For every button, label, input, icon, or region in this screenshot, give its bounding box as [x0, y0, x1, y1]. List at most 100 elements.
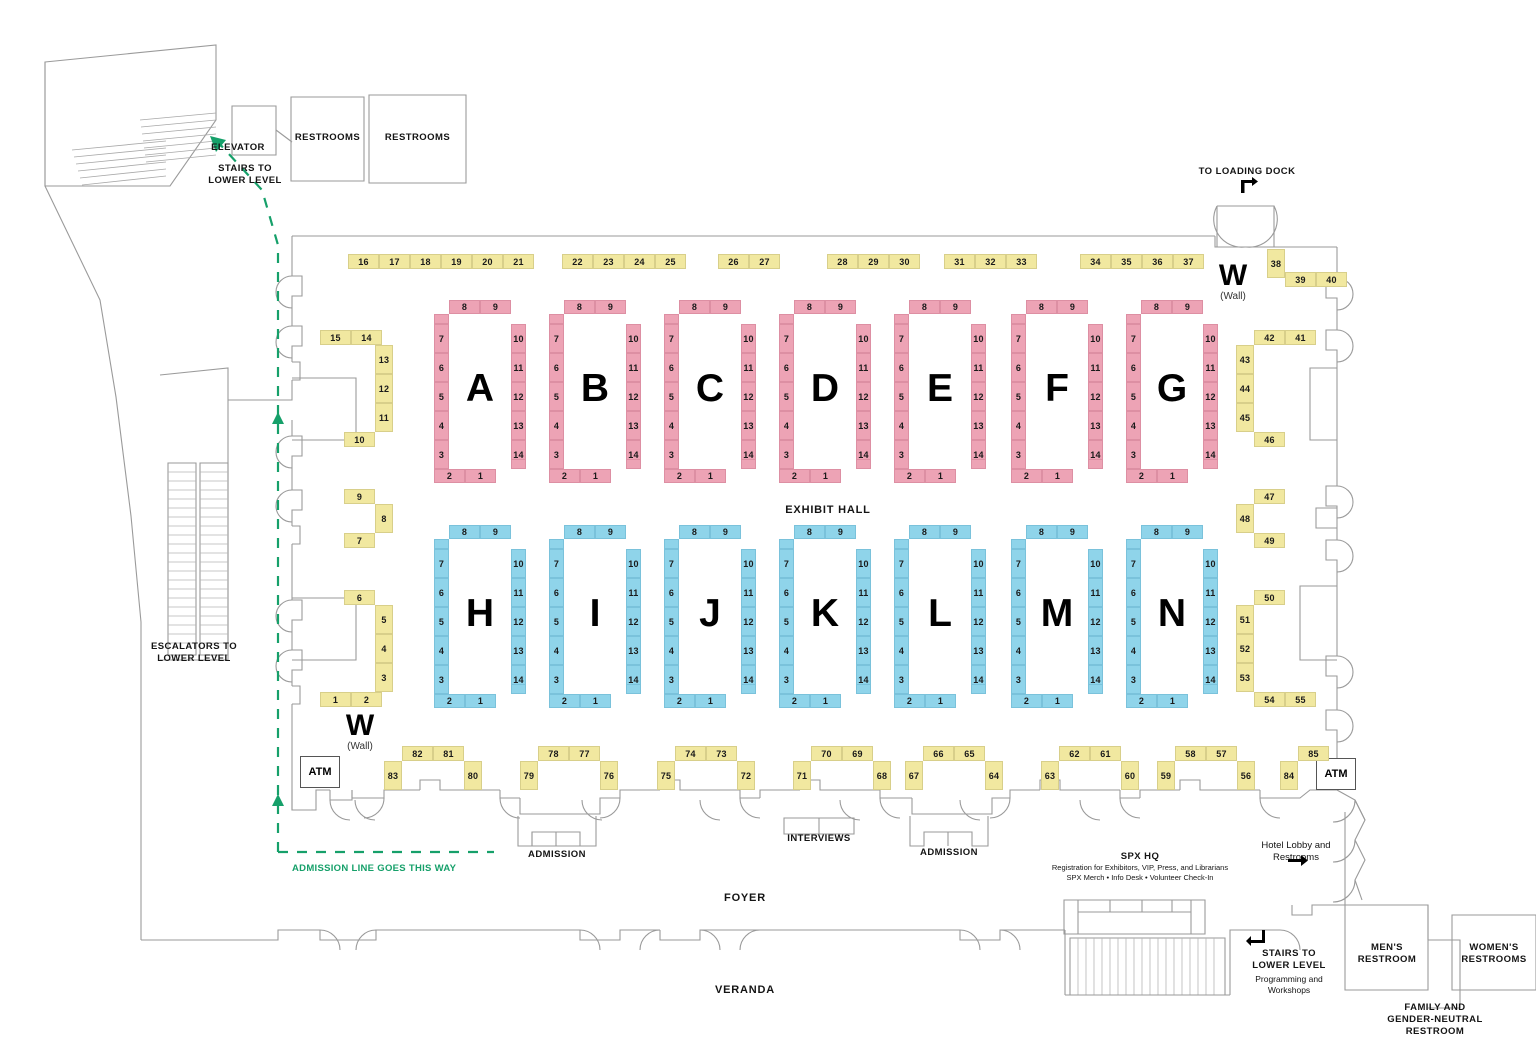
booth-G10[interactable]: 10 [1203, 324, 1218, 353]
booth-54[interactable]: 54 [1254, 692, 1285, 707]
booth-3[interactable]: 3 [375, 663, 393, 692]
booth-7[interactable]: 7 [344, 533, 375, 548]
booth-H-corner-tl[interactable] [434, 539, 449, 549]
booth-A6[interactable]: 6 [434, 353, 449, 382]
booth-G1[interactable]: 1 [1157, 469, 1188, 483]
booth-C12[interactable]: 12 [741, 382, 756, 411]
booth-L8[interactable]: 8 [909, 525, 940, 539]
booth-I8[interactable]: 8 [564, 525, 595, 539]
booth-80[interactable]: 80 [464, 761, 482, 790]
booth-H9[interactable]: 9 [480, 525, 511, 539]
booth-H4[interactable]: 4 [434, 636, 449, 665]
booth-J10[interactable]: 10 [741, 549, 756, 578]
booth-K5[interactable]: 5 [779, 607, 794, 636]
booth-H8[interactable]: 8 [449, 525, 480, 539]
booth-N-corner-br[interactable] [1203, 684, 1218, 694]
booth-A11[interactable]: 11 [511, 353, 526, 382]
booth-I1[interactable]: 1 [580, 694, 611, 708]
booth-K4[interactable]: 4 [779, 636, 794, 665]
booth-14[interactable]: 14 [351, 330, 382, 345]
booth-B10[interactable]: 10 [626, 324, 641, 353]
booth-46[interactable]: 46 [1254, 432, 1285, 447]
booth-N12[interactable]: 12 [1203, 607, 1218, 636]
booth-C4[interactable]: 4 [664, 411, 679, 440]
booth-H1[interactable]: 1 [465, 694, 496, 708]
booth-D-corner-br[interactable] [856, 459, 871, 469]
booth-N3[interactable]: 3 [1126, 665, 1141, 694]
booth-L3[interactable]: 3 [894, 665, 909, 694]
booth-N2[interactable]: 2 [1126, 694, 1157, 708]
booth-L-corner-tl[interactable] [894, 539, 909, 549]
booth-I-corner-tl[interactable] [549, 539, 564, 549]
booth-M5[interactable]: 5 [1011, 607, 1026, 636]
booth-I10[interactable]: 10 [626, 549, 641, 578]
booth-E12[interactable]: 12 [971, 382, 986, 411]
booth-20[interactable]: 20 [472, 254, 503, 269]
booth-I11[interactable]: 11 [626, 578, 641, 607]
booth-2[interactable]: 2 [351, 692, 382, 707]
booth-39[interactable]: 39 [1285, 272, 1316, 287]
booth-I5[interactable]: 5 [549, 607, 564, 636]
booth-33[interactable]: 33 [1006, 254, 1037, 269]
booth-C8[interactable]: 8 [679, 300, 710, 314]
booth-K7[interactable]: 7 [779, 549, 794, 578]
booth-H6[interactable]: 6 [434, 578, 449, 607]
booth-32[interactable]: 32 [975, 254, 1006, 269]
booth-75[interactable]: 75 [657, 761, 675, 790]
booth-22[interactable]: 22 [562, 254, 593, 269]
booth-A-corner-tl[interactable] [434, 314, 449, 324]
booth-64[interactable]: 64 [985, 761, 1003, 790]
booth-A8[interactable]: 8 [449, 300, 480, 314]
booth-E11[interactable]: 11 [971, 353, 986, 382]
booth-K-corner-tl[interactable] [779, 539, 794, 549]
booth-42[interactable]: 42 [1254, 330, 1285, 345]
booth-48[interactable]: 48 [1236, 504, 1254, 533]
booth-K13[interactable]: 13 [856, 636, 871, 665]
booth-52[interactable]: 52 [1236, 634, 1254, 663]
booth-37[interactable]: 37 [1173, 254, 1204, 269]
booth-J13[interactable]: 13 [741, 636, 756, 665]
booth-C-corner-br[interactable] [741, 459, 756, 469]
booth-25[interactable]: 25 [655, 254, 686, 269]
booth-F11[interactable]: 11 [1088, 353, 1103, 382]
booth-5[interactable]: 5 [375, 605, 393, 634]
booth-E2[interactable]: 2 [894, 469, 925, 483]
booth-62[interactable]: 62 [1059, 746, 1090, 761]
booth-69[interactable]: 69 [842, 746, 873, 761]
booth-I3[interactable]: 3 [549, 665, 564, 694]
booth-K12[interactable]: 12 [856, 607, 871, 636]
booth-M8[interactable]: 8 [1026, 525, 1057, 539]
booth-63[interactable]: 63 [1041, 761, 1059, 790]
booth-B7[interactable]: 7 [549, 324, 564, 353]
booth-73[interactable]: 73 [706, 746, 737, 761]
booth-49[interactable]: 49 [1254, 533, 1285, 548]
booth-C13[interactable]: 13 [741, 411, 756, 440]
booth-72[interactable]: 72 [737, 761, 755, 790]
booth-G-corner-br[interactable] [1203, 459, 1218, 469]
booth-G7[interactable]: 7 [1126, 324, 1141, 353]
booth-K9[interactable]: 9 [825, 525, 856, 539]
booth-N8[interactable]: 8 [1141, 525, 1172, 539]
booth-M13[interactable]: 13 [1088, 636, 1103, 665]
booth-F8[interactable]: 8 [1026, 300, 1057, 314]
booth-H3[interactable]: 3 [434, 665, 449, 694]
booth-D12[interactable]: 12 [856, 382, 871, 411]
booth-J8[interactable]: 8 [679, 525, 710, 539]
booth-K-corner-br[interactable] [856, 684, 871, 694]
booth-M1[interactable]: 1 [1042, 694, 1073, 708]
booth-A9[interactable]: 9 [480, 300, 511, 314]
booth-C-corner-tl[interactable] [664, 314, 679, 324]
booth-38[interactable]: 38 [1267, 249, 1285, 278]
booth-41[interactable]: 41 [1285, 330, 1316, 345]
booth-F6[interactable]: 6 [1011, 353, 1026, 382]
booth-A4[interactable]: 4 [434, 411, 449, 440]
booth-J2[interactable]: 2 [664, 694, 695, 708]
booth-G11[interactable]: 11 [1203, 353, 1218, 382]
booth-E5[interactable]: 5 [894, 382, 909, 411]
booth-E-corner-tl[interactable] [894, 314, 909, 324]
booth-D13[interactable]: 13 [856, 411, 871, 440]
booth-D5[interactable]: 5 [779, 382, 794, 411]
booth-79[interactable]: 79 [520, 761, 538, 790]
booth-18[interactable]: 18 [410, 254, 441, 269]
booth-C3[interactable]: 3 [664, 440, 679, 469]
